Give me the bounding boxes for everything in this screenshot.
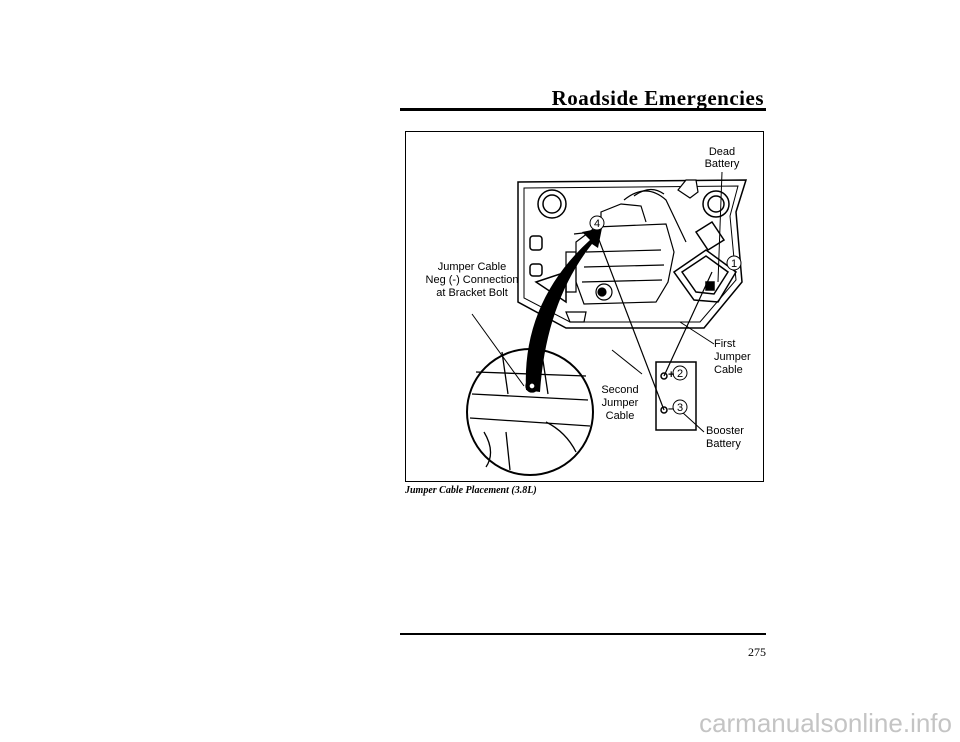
label-booster-battery: Booster Battery bbox=[706, 425, 744, 450]
svg-text:Neg (-) Connection: Neg (-) Connection bbox=[426, 274, 519, 286]
jumper-cables bbox=[573, 231, 713, 411]
svg-text:1: 1 bbox=[731, 258, 737, 270]
svg-text:2: 2 bbox=[677, 368, 683, 380]
callout-1: 1 bbox=[726, 255, 742, 271]
diagram-illustration: 1 2 3 4 + – Dead Battery Jumper Cable Ne… bbox=[426, 146, 751, 476]
header-rule bbox=[400, 108, 766, 111]
magnified-bracket-view bbox=[466, 348, 594, 476]
svg-text:Dead: Dead bbox=[709, 146, 735, 158]
svg-text:Booster: Booster bbox=[706, 425, 744, 437]
minus-terminal-sign: – bbox=[668, 403, 674, 415]
footer-rule bbox=[400, 633, 766, 635]
svg-text:4: 4 bbox=[594, 218, 600, 230]
watermark: carmanualsonline.info bbox=[699, 708, 952, 738]
svg-text:Cable: Cable bbox=[714, 364, 743, 376]
booster-battery bbox=[655, 361, 697, 431]
label-first-jumper-cable: First Jumper Cable bbox=[714, 338, 751, 376]
svg-text:Second: Second bbox=[601, 384, 638, 396]
dead-battery bbox=[672, 220, 737, 303]
svg-text:Battery: Battery bbox=[705, 158, 740, 170]
leader-lines bbox=[471, 171, 723, 433]
page-number: 275 bbox=[748, 645, 766, 659]
svg-text:3: 3 bbox=[677, 402, 683, 414]
arrow-to-bracket bbox=[525, 228, 602, 392]
label-jumper-neg-connection: Jumper Cable Neg (-) Connection at Brack… bbox=[426, 261, 519, 299]
svg-text:First: First bbox=[714, 338, 735, 350]
callout-3: 3 bbox=[672, 399, 688, 415]
svg-text:Jumper: Jumper bbox=[602, 397, 639, 409]
figure-caption: Jumper Cable Placement (3.8L) bbox=[405, 485, 537, 496]
callout-2: 2 bbox=[672, 365, 688, 381]
svg-text:Jumper Cable: Jumper Cable bbox=[438, 261, 506, 273]
jumper-cable-diagram: 1 2 3 4 + – Dead Battery Jumper Cable Ne… bbox=[405, 131, 764, 482]
svg-text:Cable: Cable bbox=[606, 410, 635, 422]
section-title: Roadside Emergencies bbox=[551, 86, 764, 110]
plus-terminal-sign: + bbox=[668, 369, 674, 381]
label-dead-battery: Dead Battery bbox=[705, 146, 740, 170]
svg-text:Battery: Battery bbox=[706, 438, 741, 450]
label-second-jumper-cable: Second Jumper Cable bbox=[601, 384, 638, 422]
svg-text:at Bracket Bolt: at Bracket Bolt bbox=[436, 287, 508, 299]
svg-text:Jumper: Jumper bbox=[714, 351, 751, 363]
callout-4: 4 bbox=[589, 215, 605, 231]
